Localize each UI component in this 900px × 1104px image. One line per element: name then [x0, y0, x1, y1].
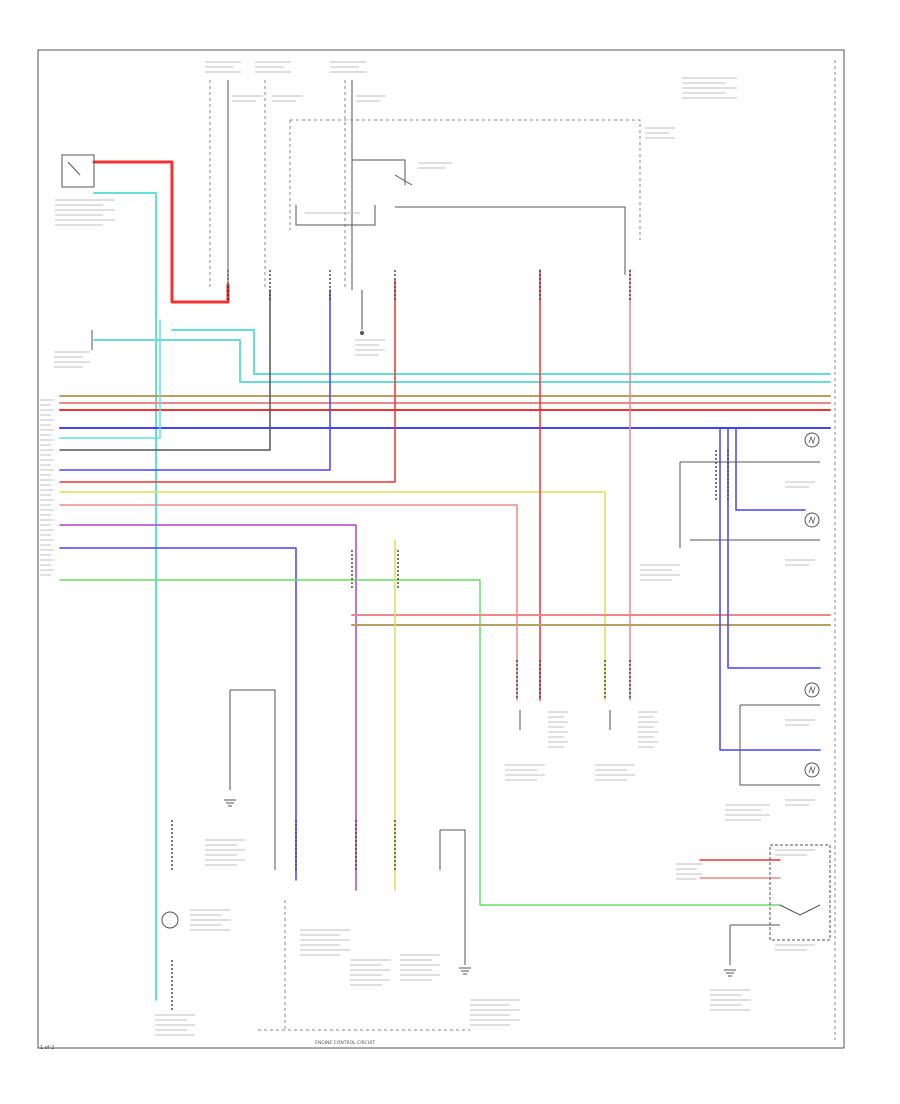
relay-switch-label: [418, 162, 452, 169]
relay-box-label-top: [775, 849, 815, 856]
relay-box-label: [645, 127, 675, 139]
purple-signal-wire: [59, 524, 357, 891]
left-turn-indicator-lamp: [804, 432, 820, 448]
blue-right-wire-2: [727, 427, 821, 669]
right-output-label: [400, 954, 440, 981]
relay-box-label-bottom: [775, 944, 815, 951]
left-output-label: [350, 959, 390, 986]
right-turn-lamp-label: [785, 719, 815, 726]
relay-ground-label: [710, 989, 750, 1011]
relay-switch-arm: [394, 174, 413, 186]
underhood-fuse-box-label: [682, 77, 737, 99]
vehicle-speed-sensor: [161, 911, 179, 929]
right-turn-indicator-lamp-2-ring: [804, 762, 820, 778]
green-signal-wire: [59, 579, 781, 906]
right-turn-indicator-lamp-2: [804, 762, 820, 778]
fuse-label-1: [232, 95, 262, 102]
right-turn-indicator-lamp-ring: [804, 682, 820, 698]
right-headlight-ground-label: [725, 804, 770, 821]
relay-contact-bottom: [779, 904, 821, 916]
cyan-branch-wire: [59, 319, 161, 439]
brake-light-ground-label: [470, 999, 520, 1026]
brake-switch-label: [55, 199, 115, 226]
pink-signal-wire: [59, 504, 518, 701]
left-headlight-label: [548, 711, 568, 748]
fuse-box-label-3: [330, 61, 366, 73]
ground-point-g101: [360, 331, 364, 335]
left-turn-indicator-lamp-filament: [808, 435, 816, 445]
left-turn-indicator-lamp-2: [804, 512, 820, 528]
brake-light-feed: [440, 829, 466, 965]
fuse-label-2: [272, 95, 302, 102]
component-layer: [37, 49, 845, 1049]
right-lamp-return: [739, 705, 820, 786]
relay-input-labels: [676, 863, 702, 880]
right-headlight-ground-g2: [595, 764, 635, 781]
relay-ground-symbol: [724, 969, 736, 977]
speed-sensor-ground-label: [155, 1014, 195, 1036]
brake-switch-arm: [67, 161, 81, 176]
page-reference: 1 of 2: [40, 1045, 54, 1051]
blue-sensor-wire: [59, 289, 331, 471]
brake-switch-cyan-wire: [93, 192, 157, 1001]
relay-contact: [352, 159, 406, 185]
control-relay-box: [295, 205, 376, 226]
gray-sensor-wire: [59, 289, 271, 451]
fuse-box-label-2: [255, 61, 291, 73]
sensor-loop-line: [230, 689, 276, 870]
right-turn-indicator-lamp-filament: [808, 685, 816, 695]
left-headlight-ground-g2: [505, 764, 545, 781]
left-turn-indicator-lamp-ring: [804, 432, 820, 448]
underhood-relay-box-bottom: [769, 844, 831, 941]
sensor-ground-label: [205, 839, 245, 866]
sensor-ground-symbol: [224, 799, 236, 807]
right-headlight-label: [638, 711, 658, 748]
cyan-bus-wire-1: [93, 339, 831, 383]
ground-g101-label: [355, 339, 385, 356]
right-turn-indicator-lamp: [804, 682, 820, 698]
red-power-wire: [59, 279, 396, 483]
right-turn-lamp-label-2: [785, 799, 815, 806]
relay-output-line: [395, 206, 626, 275]
ecm-module-label: [300, 929, 350, 956]
brake-light-ground-symbol: [459, 967, 471, 975]
engine-control-frame-label: ENGINE CONTROL CIRCUIT: [315, 1040, 375, 1046]
vehicle-speed-sensor-label: [190, 909, 230, 931]
fuse-label-3: [356, 95, 386, 102]
yellow-signal-wire: [59, 491, 606, 701]
relay-box-outline-top: [290, 119, 641, 240]
blue-right-wire-3: [735, 427, 806, 511]
blue-right-wire: [719, 427, 821, 751]
left-headlight-ground-label: [640, 564, 680, 581]
brake-switch-red-wire: [92, 160, 230, 304]
left-turn-indicator-lamp-2-ring: [804, 512, 820, 528]
diagram-frame: [37, 49, 845, 1049]
left-turn-lamp-label-2: [785, 559, 815, 566]
gauge-assembly-label: [54, 351, 90, 368]
blue-signal-wire-2: [59, 547, 297, 881]
left-turn-indicator-lamp-2-filament: [808, 515, 816, 525]
brake-pedal-position-switch: [61, 154, 95, 188]
wire-layer: [59, 160, 831, 1001]
connector-pin-labels: [40, 399, 54, 576]
left-turn-lamp-label: [785, 481, 815, 488]
right-turn-indicator-lamp-2-filament: [808, 765, 816, 775]
cyan-bus-wire-2: [171, 329, 831, 375]
fuse-box-label-1: [205, 61, 241, 73]
